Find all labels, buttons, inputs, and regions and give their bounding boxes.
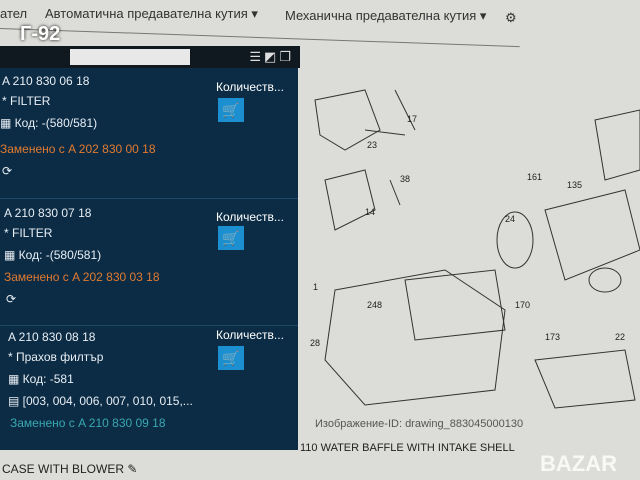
replaced-by[interactable]: Заменено с A 210 830 09 18 [10, 416, 166, 430]
model-codes: [003, 004, 006, 007, 010, 015,... [22, 394, 193, 408]
divider [0, 28, 520, 48]
callout[interactable]: 38 [400, 174, 410, 184]
part-number: A 210 830 08 18 [8, 330, 96, 344]
part-code: Код: -581 [22, 372, 74, 386]
group-title[interactable]: CASE WITH BLOWER ✎ [2, 462, 137, 476]
callout[interactable]: 24 [505, 214, 515, 224]
list-icon[interactable]: ☰ [249, 49, 265, 64]
part-name: * FILTER [4, 226, 53, 240]
quantity-label: Количеств... [216, 80, 284, 94]
gear-drop-icon[interactable]: ⚙ [505, 10, 517, 25]
menu-automatic-transmission[interactable]: Автоматична предавателна кутия ▾ [45, 6, 258, 21]
callout[interactable]: 14 [365, 207, 375, 217]
callout[interactable]: 1 [313, 282, 318, 292]
part-code: Код: -(580/581) [14, 116, 98, 130]
menu-manual-transmission[interactable]: Механична предавателна кутия ▾ [285, 8, 487, 23]
expand-icon[interactable]: ◩ [264, 49, 280, 64]
table-icon: ▦ [8, 372, 23, 386]
replace-icon: ⟳ [6, 292, 17, 306]
replace-icon: ⟳ [2, 164, 13, 178]
menu-item-partial[interactable]: ател [0, 6, 28, 21]
table-icon: ▦ [0, 116, 15, 130]
filter-part [496, 211, 534, 269]
callout[interactable]: 23 [367, 140, 377, 150]
part-name: * Прахов филтър [8, 350, 104, 364]
add-to-cart-button[interactable]: 🛒 [218, 346, 244, 370]
drawing-part [544, 189, 640, 281]
callout[interactable]: 161 [527, 172, 542, 182]
replaced-by[interactable]: Заменено с A 202 830 03 18 [4, 270, 160, 284]
top-menu: ател Автоматична предавателна кутия ▾ Ме… [0, 0, 640, 30]
copy-icon[interactable]: ❐ [279, 49, 294, 64]
add-to-cart-button[interactable]: 🛒 [218, 98, 244, 122]
panel-toolbar: ☰◩❐ [0, 46, 300, 68]
drawing-caption: Изображение-ID: drawing_883045000130 [315, 418, 524, 430]
group-title-text: CASE WITH BLOWER [2, 462, 125, 476]
callout[interactable]: 170 [515, 300, 530, 310]
part-name: * FILTER [2, 94, 51, 108]
part-card[interactable]: A 210 830 08 18 * Прахов филтър ▦ Код: -… [0, 326, 298, 450]
drawing-part [404, 269, 506, 341]
part-card[interactable]: A 210 830 07 18 * FILTER ▦ Код: -(580/58… [0, 200, 298, 326]
callout[interactable]: 173 [545, 332, 560, 342]
callout[interactable]: 17 [407, 114, 417, 124]
blower-part [588, 267, 622, 293]
replaced-by[interactable]: Заменено с A 202 830 00 18 [0, 142, 156, 156]
drawing-part [324, 169, 376, 231]
part-card[interactable]: A 210 830 06 18 * FILTER ▦ Код: -(580/58… [0, 68, 298, 199]
callout[interactable]: 248 [367, 300, 382, 310]
quantity-label: Количеств... [216, 210, 284, 224]
drawing-part [534, 349, 636, 409]
callout[interactable]: 22 [615, 332, 625, 342]
watermark-logo: BAZAR [540, 451, 617, 476]
group-title-2[interactable]: 110 WATER BAFFLE WITH INTAKE SHELL [300, 442, 515, 454]
table-icon: ▦ [4, 248, 19, 262]
calendar-icon: ▤ [8, 394, 23, 408]
drawing-part [314, 89, 381, 151]
add-to-cart-button[interactable]: 🛒 [218, 226, 244, 250]
drawing-part [594, 109, 640, 181]
callout[interactable]: 28 [310, 338, 320, 348]
listing-badge: Г-92 [20, 23, 61, 45]
part-code: Код: -(580/581) [18, 248, 102, 262]
part-number: A 210 830 06 18 [2, 74, 90, 88]
quantity-label: Количеств... [216, 328, 284, 342]
part-number: A 210 830 07 18 [4, 206, 92, 220]
parts-drawing[interactable]: 17 23 38 14 161 135 24 248 170 173 22 28… [305, 70, 640, 410]
search-input[interactable] [70, 49, 190, 65]
drawing-part [364, 89, 416, 206]
callout[interactable]: 135 [567, 180, 582, 190]
drawing-part [324, 269, 506, 406]
parts-list-panel: A 210 830 06 18 * FILTER ▦ Код: -(580/58… [0, 68, 298, 450]
edit-icon[interactable]: ✎ [127, 462, 138, 476]
